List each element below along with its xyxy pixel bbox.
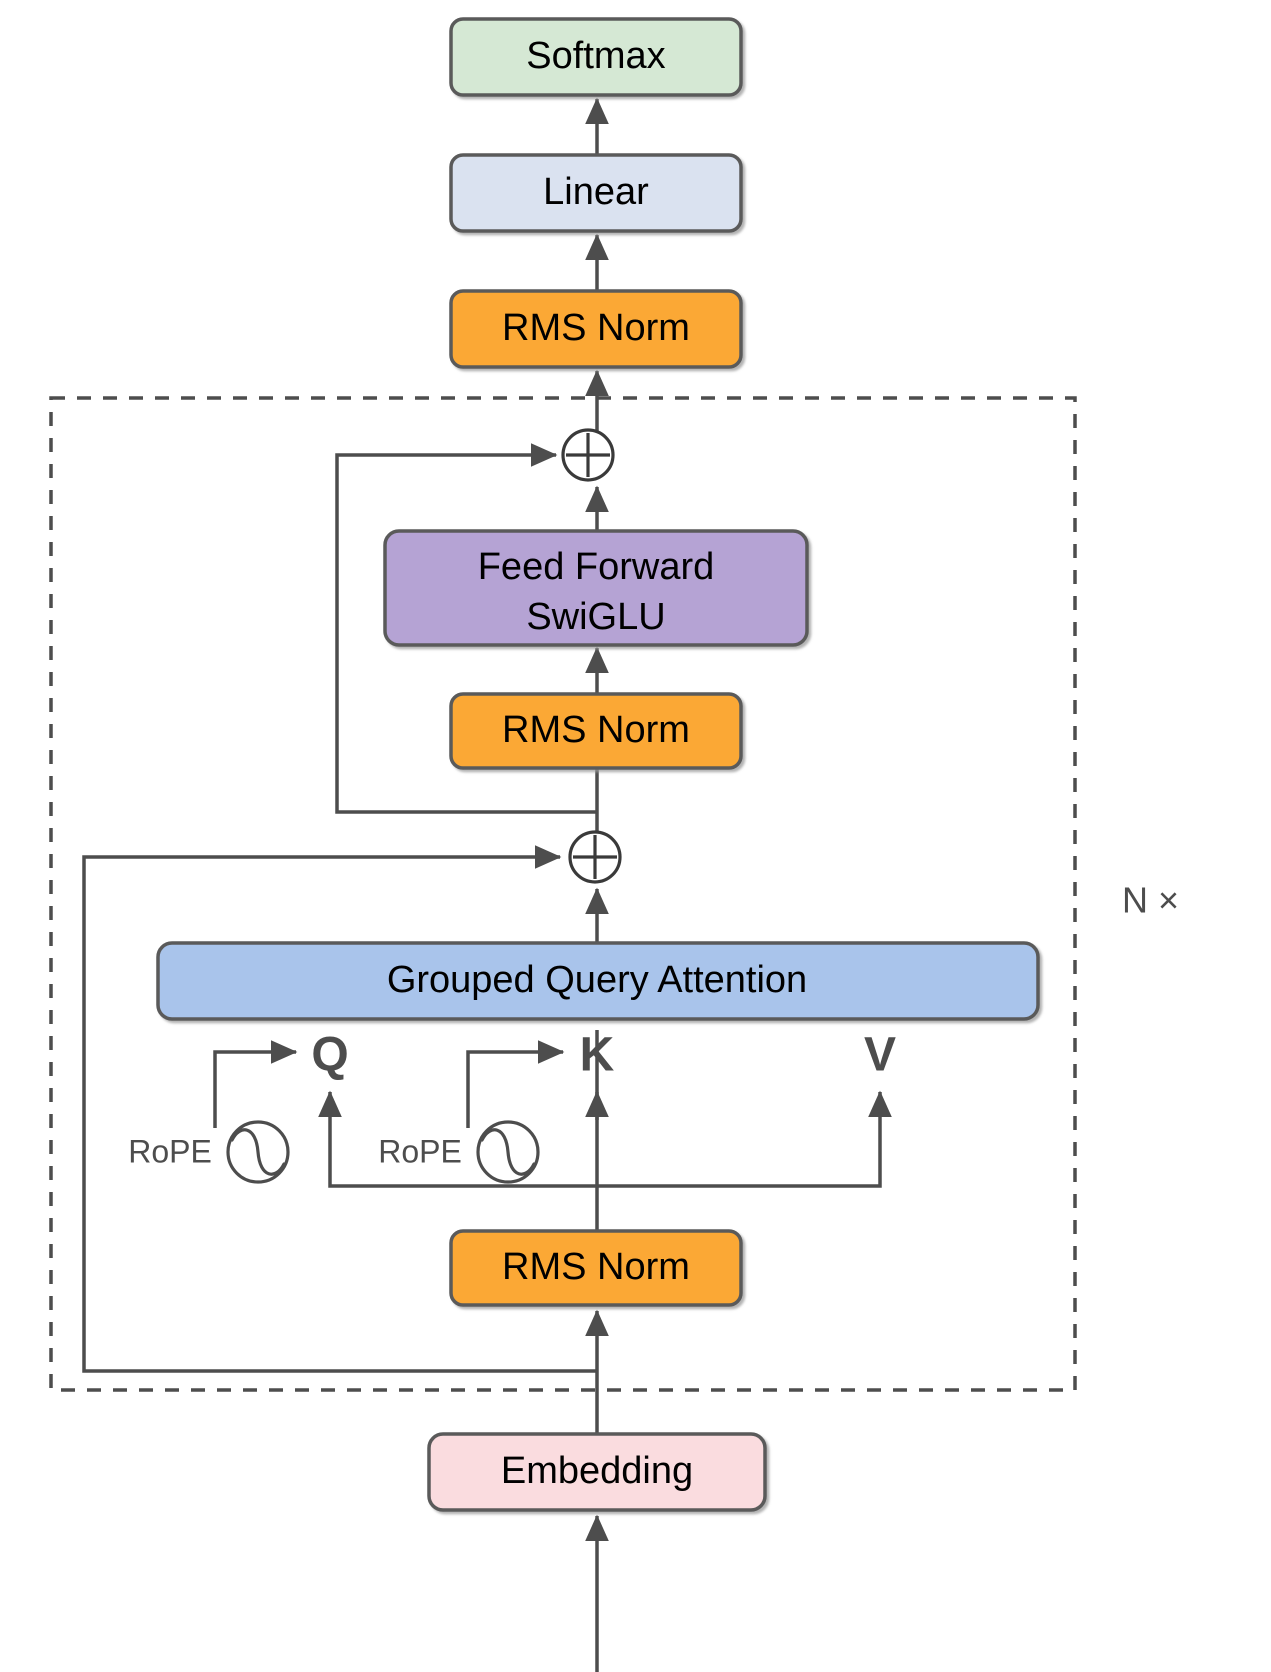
node-feed-forward[interactable]: Feed Forward SwiGLU: [383, 529, 809, 647]
connector-rmsnorm-branch-to-q: [318, 1090, 597, 1188]
connector-attn-residual-skip: [82, 845, 597, 1373]
repeat-count-label: N ×: [1122, 880, 1179, 921]
rms-norm-attn-label: RMS Norm: [502, 1246, 690, 1288]
connector-ffn-residual-skip: [335, 443, 597, 814]
rms-norm-attn-box[interactable]: [449, 1229, 743, 1307]
feed-forward-label-line1: Feed Forward: [478, 546, 715, 588]
grouped-query-attention-box[interactable]: [156, 941, 1040, 1021]
key-label: K: [580, 1029, 615, 1082]
node-linear[interactable]: Linear: [449, 153, 743, 233]
rms-norm-final-box[interactable]: [449, 289, 743, 369]
repeated-block-dashed-border: [49, 396, 1077, 1392]
rope-k-group[interactable]: RoPE: [378, 1120, 540, 1184]
value-label: V: [864, 1029, 896, 1082]
node-grouped-query-attention[interactable]: Grouped Query Attention: [156, 941, 1040, 1021]
node-rms-norm-ffn[interactable]: RMS Norm: [449, 692, 743, 770]
grouped-query-attention-label: Grouped Query Attention: [387, 959, 807, 1001]
feed-forward-label-line2: SwiGLU: [526, 596, 665, 638]
embedding-box[interactable]: [427, 1432, 767, 1512]
softmax-box[interactable]: [449, 17, 743, 97]
add-node-ffn[interactable]: [561, 428, 615, 482]
softmax-label: Softmax: [526, 35, 665, 77]
node-rms-norm-attn[interactable]: RMS Norm: [449, 1229, 743, 1307]
rms-norm-ffn-label: RMS Norm: [502, 709, 690, 751]
rope-wave-circle-icon: [476, 1120, 540, 1184]
linear-label: Linear: [543, 171, 649, 213]
node-embedding[interactable]: Embedding: [427, 1432, 767, 1512]
rope-k-label: RoPE: [378, 1133, 462, 1169]
rope-wave-circle-icon: [226, 1120, 290, 1184]
feed-forward-box[interactable]: [383, 529, 809, 647]
add-node-attn[interactable]: [568, 830, 622, 884]
rms-norm-ffn-box[interactable]: [449, 692, 743, 770]
connector-rmsnorm-branch-to-v: [597, 1090, 892, 1188]
rope-q-group[interactable]: RoPE: [128, 1120, 290, 1184]
rms-norm-final-label: RMS Norm: [502, 307, 690, 349]
connector-rope-to-q: [213, 1040, 298, 1128]
embedding-label: Embedding: [501, 1450, 693, 1492]
rope-q-label: RoPE: [128, 1133, 212, 1169]
linear-box[interactable]: [449, 153, 743, 233]
node-softmax[interactable]: Softmax: [449, 17, 743, 97]
node-rms-norm-final[interactable]: RMS Norm: [449, 289, 743, 369]
connector-rope-to-k: [466, 1040, 565, 1128]
query-label: Q: [311, 1029, 348, 1082]
